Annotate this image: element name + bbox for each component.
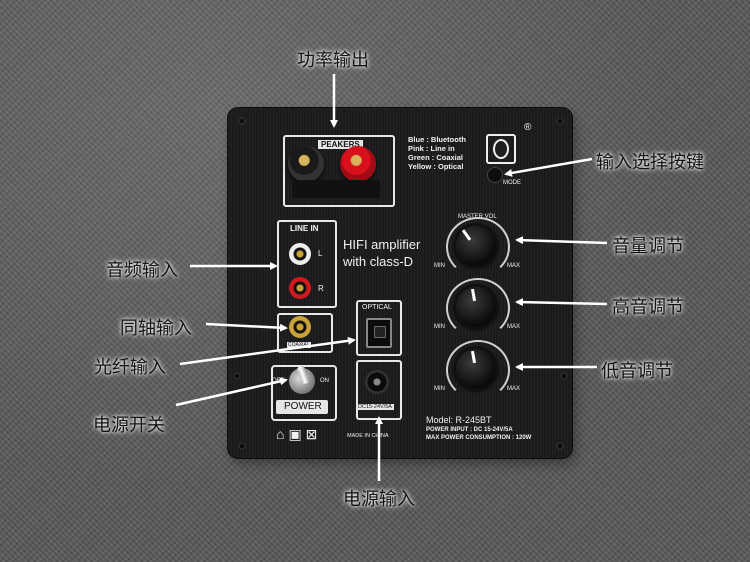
screw — [556, 442, 564, 450]
hifi-title: HIFI amplifier with class-D — [343, 236, 420, 270]
model-label: Model: R-245BT — [426, 415, 492, 425]
arrow-volume — [515, 236, 608, 245]
label-audio-input: 音频输入 — [106, 260, 178, 281]
coaxial-label: COAXIAL — [287, 342, 311, 348]
hifi-line: HIFI amplifier — [343, 237, 421, 252]
line-in-label: LINE IN — [290, 224, 319, 233]
min-label: MIN — [434, 263, 445, 269]
label-bass-adjust: 低音调节 — [601, 361, 673, 382]
mode-button[interactable] — [488, 168, 502, 182]
power-input-spec: POWER INPUT : DC 15-24V/5A — [426, 427, 513, 433]
made-in-label: MADE IN CHINA — [347, 433, 389, 439]
speaker-terminal-box — [283, 135, 395, 207]
input-color-legend: Blue : Bluetooth Pink : Line in Green : … — [408, 135, 466, 171]
binding-post-black[interactable] — [288, 146, 324, 182]
on-label: ON — [320, 378, 329, 384]
arrow-input-select — [504, 157, 593, 177]
volume-knob[interactable] — [456, 226, 496, 266]
hifi-line: with class-D — [343, 254, 414, 269]
bass-knob[interactable] — [456, 349, 496, 389]
arrow-power-switch — [175, 377, 288, 407]
arrow-optical — [179, 336, 356, 366]
max-label: MAX — [507, 263, 521, 269]
dc-label: DC15-24V/5A — [356, 404, 394, 410]
rca-jack-red[interactable] — [289, 277, 311, 299]
max-power-spec: MAX POWER CONSUMPTION : 120W — [426, 435, 532, 441]
label-treble-adjust: 高音调节 — [612, 297, 684, 318]
label-input-select-button: 输入选择按键 — [596, 152, 704, 173]
label-power-input: 电源输入 — [343, 489, 415, 510]
registered-mark: ® — [524, 122, 532, 133]
label-power-switch: 电源开关 — [93, 415, 165, 436]
line-in-box — [277, 220, 337, 308]
legend-line: Yellow : Optical — [408, 162, 464, 171]
min-label: MIN — [434, 386, 445, 392]
knob-ring — [446, 340, 510, 400]
power-label-plate — [276, 400, 328, 414]
treble-knob[interactable] — [456, 287, 496, 327]
screw — [238, 117, 246, 125]
legend-line: Green : Coaxial — [408, 153, 464, 162]
optical-box — [356, 300, 402, 356]
legend-line: Blue : Bluetooth — [408, 135, 466, 144]
screw — [560, 372, 568, 380]
mode-label: MODE — [503, 180, 521, 186]
arrow-coaxial — [205, 322, 288, 332]
screw — [238, 442, 246, 450]
model-plate: Model: R-245BT POWER INPUT : DC 15-24V/5… — [426, 414, 531, 442]
l-label: L — [318, 249, 323, 258]
optical-port[interactable] — [366, 318, 392, 348]
dc-jack[interactable] — [365, 370, 389, 394]
legend-line: Pink : Line in — [408, 144, 455, 153]
coaxial-box — [277, 313, 333, 353]
max-label: MAX — [507, 324, 521, 330]
rca-jack-white[interactable] — [289, 243, 311, 265]
terminal-base — [292, 180, 380, 198]
brand-logo — [486, 134, 516, 164]
label-optical-input: 光纤输入 — [94, 357, 166, 378]
label-power-output: 功率输出 — [297, 50, 369, 71]
r-label: R — [318, 284, 324, 293]
coaxial-jack[interactable] — [289, 316, 311, 338]
power-label: POWER — [284, 401, 322, 412]
arrow-treble — [515, 298, 608, 307]
amplifier-panel — [228, 108, 572, 458]
screw — [556, 117, 564, 125]
min-label: MIN — [434, 324, 445, 330]
power-toggle-switch[interactable] — [289, 365, 315, 394]
optical-label: OPTICAL — [362, 304, 392, 311]
knob-ring — [446, 217, 510, 277]
label-volume-adjust: 音量调节 — [612, 236, 684, 257]
speakers-label: PEAKERS — [318, 140, 363, 149]
screw — [233, 372, 241, 380]
binding-post-red[interactable] — [340, 146, 376, 182]
knob-ring — [446, 278, 510, 338]
max-label: MAX — [507, 386, 521, 392]
label-coaxial-input: 同轴输入 — [120, 318, 192, 339]
certification-icons: ⌂▣⊠ — [276, 426, 322, 442]
